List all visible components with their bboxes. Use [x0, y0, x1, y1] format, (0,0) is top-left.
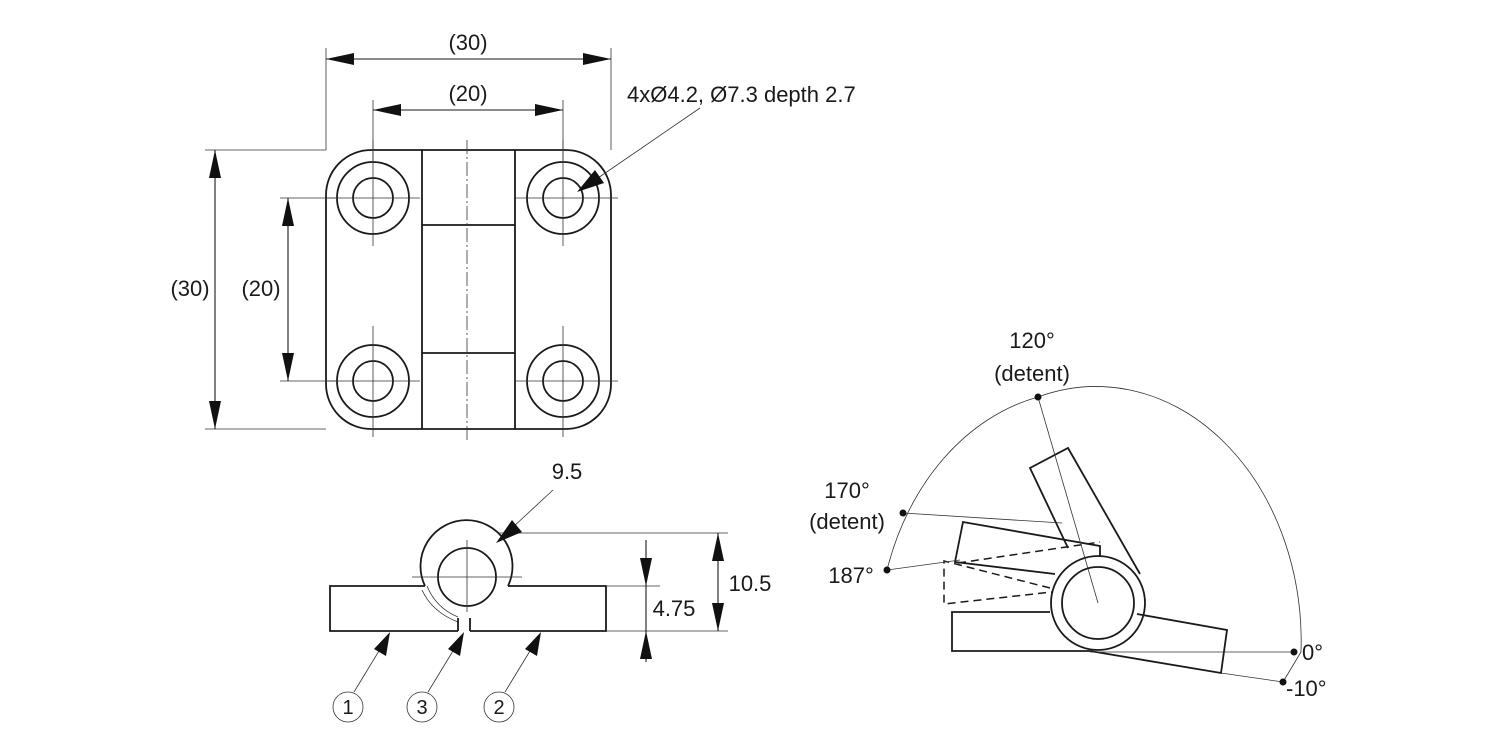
dot-187 — [883, 566, 891, 574]
leaf-joint-curve — [421, 589, 459, 623]
balloon-3: 3 — [406, 632, 464, 723]
dot-170 — [899, 509, 907, 517]
rotation-arc — [1037, 386, 1302, 653]
balloon-2-label: 2 — [493, 697, 504, 719]
angle-170-note: (detent) — [809, 509, 885, 534]
hole-callout-label: 4xØ4.2, Ø7.3 depth 2.7 — [627, 82, 856, 107]
leaf-left — [329, 585, 458, 632]
dim-height-outer-label: (30) — [170, 276, 209, 301]
dim-height-total-label: 10.5 — [729, 571, 772, 596]
angle-187-label: 187° — [828, 563, 874, 588]
top-view: (30) (20) (30) (20) 4xØ4.2, Ø7.3 depth — [170, 30, 856, 442]
dim-knuckle-label: 9.5 — [552, 459, 583, 484]
balloon-1-label: 1 — [342, 697, 353, 719]
angle-knuckle-outer — [1050, 555, 1146, 651]
side-extension-lines — [497, 532, 728, 632]
angle-reference-lines — [886, 396, 1294, 683]
leaf-120 — [1028, 446, 1141, 575]
dim-width-inner-label: (20) — [448, 81, 487, 106]
dim-height-total: 10.5 — [712, 533, 771, 631]
dot-0 — [1290, 648, 1298, 656]
hole-center-lines — [325, 140, 618, 437]
angle-170-label: 170° — [824, 478, 870, 503]
rotation-arc-upper-left — [886, 396, 1039, 571]
rotation-arc-lower-right — [1282, 651, 1302, 683]
extension-lines — [205, 48, 612, 430]
leaf-joint-curve-inner — [426, 585, 459, 618]
dim-leaf-thickness: 4.75 — [640, 540, 695, 662]
leaf-170 — [953, 520, 1101, 575]
dim-width-outer-label: (30) — [448, 30, 487, 55]
dim-leaf-thickness-label: 4.75 — [653, 596, 696, 621]
angle-view: 120° (detent) 170° (detent) 187° 0° -10° — [809, 328, 1327, 701]
dim-height-inner: (20) — [241, 198, 294, 381]
knuckle-outer — [419, 519, 514, 587]
angle-0-label: 0° — [1302, 640, 1323, 665]
hole-callout: 4xØ4.2, Ø7.3 depth 2.7 — [577, 82, 856, 192]
leaf-187-hidden — [943, 560, 1053, 605]
dim-height-inner-label: (20) — [241, 276, 280, 301]
side-view: 9.5 10.5 4.75 1 3 — [329, 459, 771, 723]
dot-neg10 — [1279, 678, 1287, 686]
fixed-leaf — [951, 611, 1229, 675]
angle-knuckle-bore — [1061, 566, 1135, 640]
balloon-1: 1 — [332, 632, 390, 723]
dim-width-outer: (30) — [326, 30, 611, 65]
balloon-2: 2 — [483, 632, 541, 723]
dim-height-outer: (30) — [170, 150, 221, 429]
hinge-outline — [325, 149, 612, 430]
angle-120-note: (detent) — [994, 361, 1070, 386]
dim-knuckle: 9.5 — [496, 459, 582, 543]
angle-neg10-label: -10° — [1286, 676, 1327, 701]
dim-width-inner: (20) — [373, 81, 563, 116]
leaf-170-hidden — [957, 541, 1101, 564]
balloon-3-label: 3 — [416, 697, 427, 719]
angle-120-label: 120° — [1009, 328, 1055, 353]
leaf-right — [470, 585, 607, 632]
dot-120 — [1034, 393, 1042, 401]
